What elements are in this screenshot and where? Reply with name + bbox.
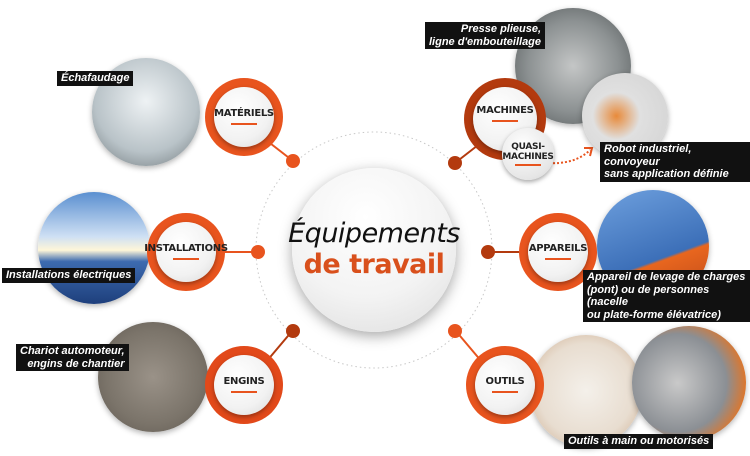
node-label: MACHINES	[476, 105, 534, 117]
connector-dot	[251, 245, 265, 259]
node-engins[interactable]: ENGINS	[205, 346, 283, 424]
caption-line: (pont) ou de personnes (nacelle	[587, 283, 710, 309]
underline	[491, 391, 518, 394]
caption-line: Robot industriel, convoyeur	[604, 143, 692, 168]
title-line1: Équipements	[288, 218, 460, 249]
node-materiels[interactable]: MATÉRIELS	[205, 78, 283, 156]
caption-line: ou plate-forme élévatrice)	[587, 308, 721, 321]
node-label: OUTILS	[485, 376, 525, 388]
connector-dot	[286, 324, 300, 338]
title-line2: de travail	[303, 249, 445, 280]
node-label: QUASI-	[511, 142, 545, 152]
caption-engins: Chariot automoteur,engins de chantier	[16, 344, 129, 371]
node-outils[interactable]: OUTILS	[466, 346, 544, 424]
connector-dot	[448, 156, 462, 170]
underline	[230, 391, 257, 394]
caption-line: engins de chantier	[27, 357, 125, 370]
underline	[544, 258, 571, 261]
caption-line: ligne d'embouteillage	[429, 35, 542, 48]
node-face: INSTALLATIONS	[144, 221, 228, 283]
node-label: INSTALLATIONS	[144, 243, 228, 255]
caption-appareils: Appareil de levage de charges(pont) ou d…	[583, 270, 750, 322]
node-label: MACHINES	[502, 152, 554, 162]
caption-line: Presse plieuse,	[460, 23, 542, 35]
caption-outils: Outils à main ou motorisés	[564, 434, 714, 449]
caption-line: Chariot automoteur,	[20, 345, 125, 357]
node-label: APPAREILS	[528, 243, 588, 255]
hand-tools-photo	[530, 335, 642, 447]
node-appareils[interactable]: APPAREILS	[519, 213, 597, 291]
caption-installations: Installations électriques	[2, 268, 136, 283]
caption-materiels: Échafaudage	[57, 71, 134, 86]
node-face: APPAREILS	[527, 221, 589, 283]
underline	[491, 120, 518, 123]
caption-machines: Presse plieuse,ligne d'embouteillage	[425, 22, 546, 49]
caption-text: Outils à main ou motorisés	[568, 435, 710, 447]
underline	[230, 123, 257, 126]
node-quasi-machines[interactable]: QUASI-MACHINES	[502, 128, 554, 180]
node-installations[interactable]: INSTALLATIONS	[144, 213, 228, 291]
caption-text: Installations électriques	[6, 269, 132, 281]
arrow-head-icon	[584, 147, 594, 157]
center-title: Équipements de travail	[288, 168, 460, 332]
connector-dot	[481, 245, 495, 259]
connector-dot	[286, 154, 300, 168]
caption-line: sans application définie	[604, 168, 729, 180]
node-face: QUASI-MACHINES	[502, 142, 554, 166]
node-face: OUTILS	[474, 354, 536, 416]
wind-solar-photo	[38, 192, 150, 304]
node-label: MATÉRIELS	[214, 108, 274, 120]
node-face: ENGINS	[213, 354, 275, 416]
power-tool-photo	[632, 326, 746, 440]
connector-dot	[448, 324, 462, 338]
caption-line: Appareil de levage de charges	[587, 271, 746, 283]
caption-text: Échafaudage	[61, 72, 130, 84]
node-face: MATÉRIELS	[213, 86, 275, 148]
construction-site-photo	[98, 322, 208, 432]
underline	[514, 164, 541, 166]
node-label: ENGINS	[223, 376, 265, 388]
underline	[172, 258, 199, 261]
